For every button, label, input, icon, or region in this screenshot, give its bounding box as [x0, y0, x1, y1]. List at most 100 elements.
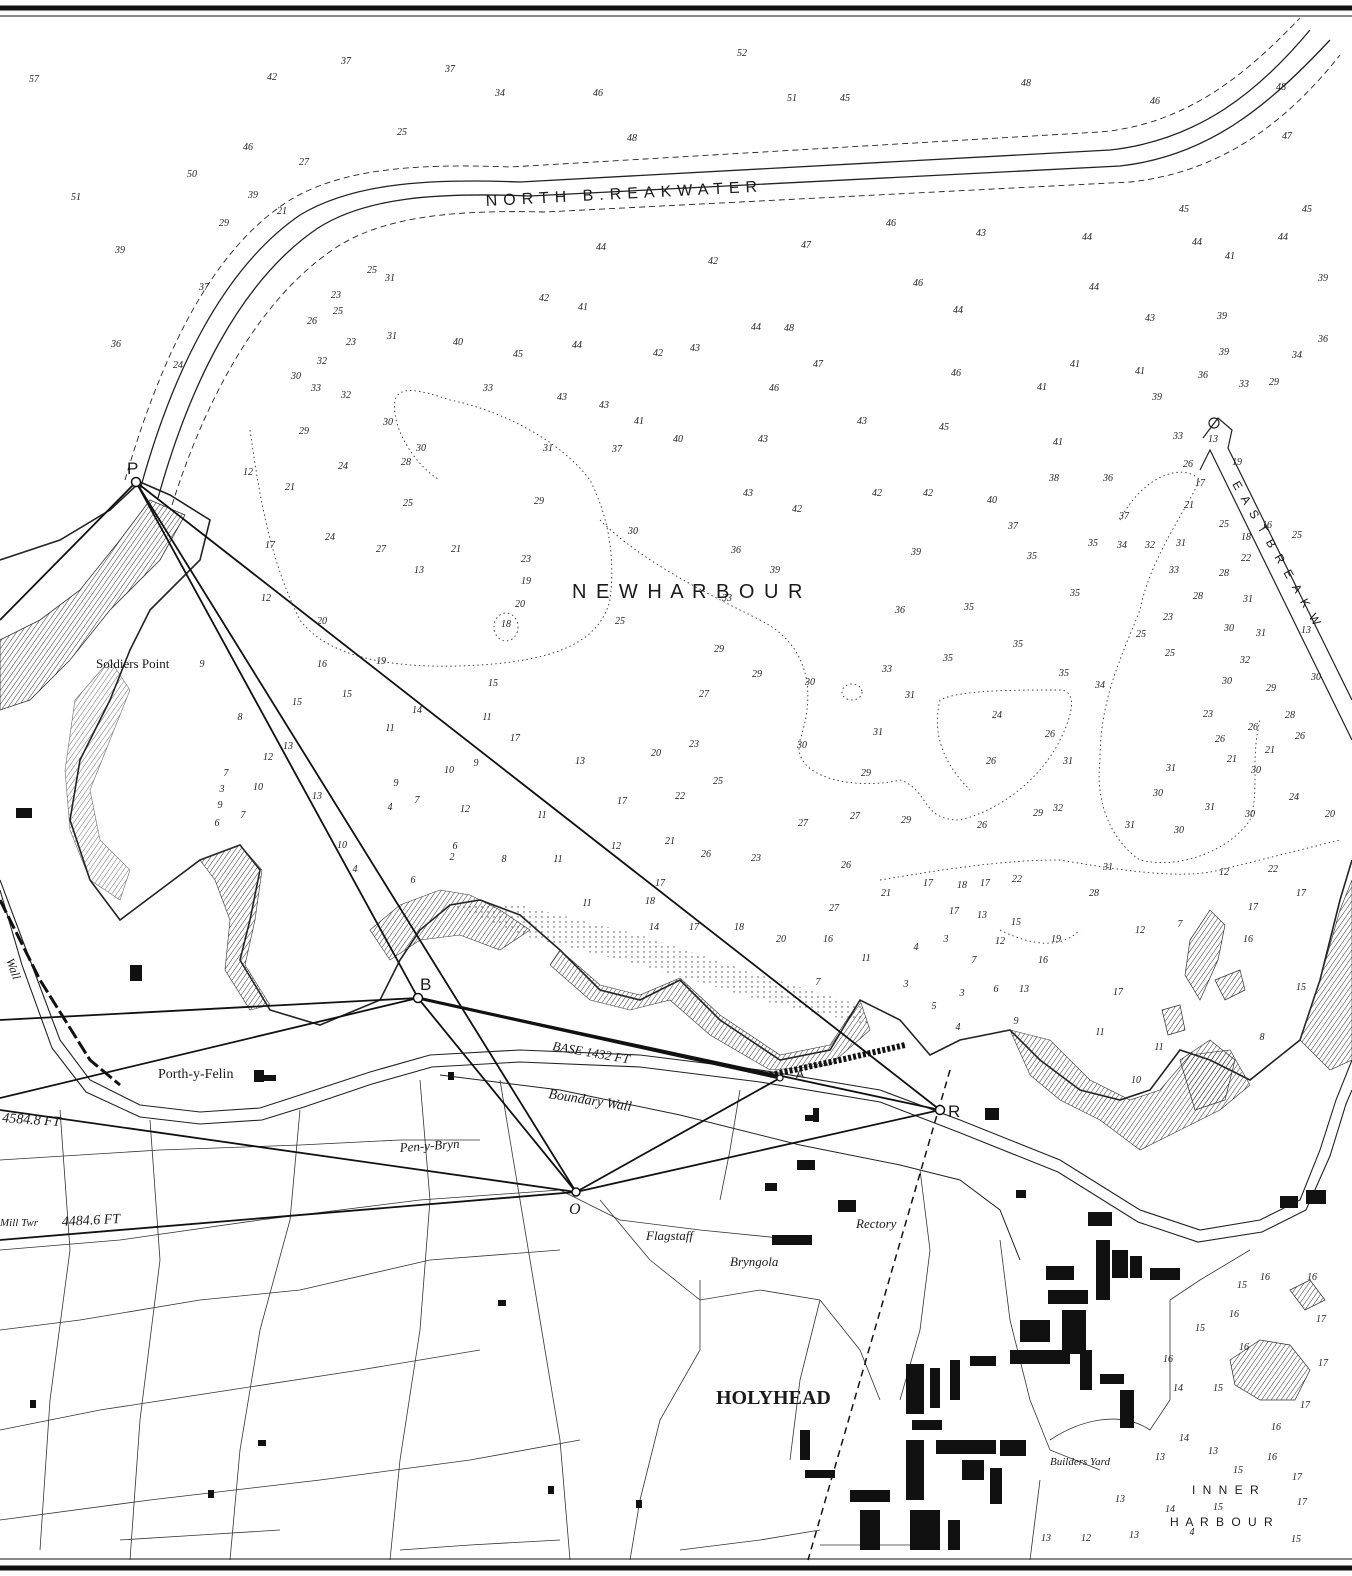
sounding: 27	[299, 157, 310, 168]
harbour-label: H A R B O U R	[1170, 1515, 1275, 1529]
sounding: 42	[539, 293, 549, 304]
sounding: 48	[1276, 82, 1286, 93]
sounding: 15	[1213, 1383, 1223, 1394]
sounding: 13	[575, 756, 585, 767]
sounding: 42	[267, 72, 277, 83]
sounding: 42	[653, 348, 663, 359]
sounding: 12	[1081, 1533, 1091, 1544]
sounding: 43	[690, 343, 700, 354]
sounding: 29	[901, 815, 911, 826]
sounding: 57	[29, 74, 40, 85]
sounding: 47	[1282, 131, 1293, 142]
new-harbour-label: N E W H A R B O U R	[572, 581, 804, 603]
sounding: 47	[813, 359, 824, 370]
sounding: 46	[886, 218, 896, 229]
sounding: 44	[751, 322, 761, 333]
sounding: 31	[1102, 862, 1113, 873]
sounding: 27	[699, 689, 710, 700]
station-r: R	[934, 1102, 960, 1121]
sounding: 16	[1239, 1342, 1249, 1353]
sounding: 20	[651, 748, 661, 759]
sounding: 32	[340, 390, 351, 401]
sounding: 26	[841, 860, 851, 871]
north-breakwater	[124, 17, 1341, 506]
sounding: 10	[444, 765, 454, 776]
sounding: 46	[243, 142, 253, 153]
sounding: 11	[1095, 1027, 1104, 1038]
sounding: 22	[1268, 864, 1278, 875]
sounding: 7	[415, 795, 421, 806]
sounding: 13	[312, 791, 322, 802]
depth-contours	[249, 390, 1341, 944]
sounding: 31	[1062, 756, 1073, 767]
sounding: 51	[71, 192, 81, 203]
sounding: 6	[453, 841, 458, 852]
sounding: 26	[1045, 729, 1055, 740]
sounding: 17	[689, 922, 700, 933]
sounding: 11	[1154, 1042, 1163, 1053]
sounding: 35	[1069, 588, 1080, 599]
east-breakwater	[1199, 417, 1352, 741]
sounding: 39	[114, 245, 125, 256]
sounding: 25	[403, 498, 413, 509]
sounding: 23	[1203, 709, 1213, 720]
sounding: 33	[310, 383, 321, 394]
sounding: 35	[1058, 668, 1069, 679]
sounding: 36	[1317, 334, 1328, 345]
sounding: 21	[285, 482, 295, 493]
sounding: 41	[1225, 251, 1235, 262]
sounding: 11	[537, 810, 546, 821]
sounding: 27	[850, 811, 861, 822]
sounding: 17	[265, 540, 276, 551]
sounding: 32	[1239, 655, 1250, 666]
sounding: 25	[1219, 519, 1229, 530]
sounding: 17	[923, 878, 934, 889]
sounding: 41	[1135, 366, 1145, 377]
sounding: 3	[943, 934, 949, 945]
sounding: 13	[1208, 434, 1218, 445]
station-b: B	[412, 975, 431, 1004]
sounding: 35	[942, 653, 953, 664]
sounding: 23	[521, 554, 531, 565]
sounding: 16	[1260, 1272, 1270, 1283]
sounding: 18	[1241, 532, 1251, 543]
sounding: 31	[904, 690, 915, 701]
sounding: 17	[1300, 1400, 1311, 1411]
sounding: 15	[1237, 1280, 1247, 1291]
sounding: 29	[861, 768, 871, 779]
sounding: 46	[913, 278, 923, 289]
sounding: 17	[1248, 902, 1259, 913]
sounding: 30	[1173, 825, 1184, 836]
sounding: 6	[994, 984, 999, 995]
sounding: 22	[1012, 874, 1022, 885]
sounding: 37	[611, 444, 623, 455]
sounding: 39	[247, 190, 258, 201]
sounding: 25	[333, 306, 343, 317]
sounding: 3	[219, 784, 225, 795]
bryngola-label: Bryngola	[730, 1254, 779, 1269]
sounding: 46	[593, 88, 603, 99]
sounding: 40	[673, 434, 683, 445]
sounding: 24	[338, 461, 348, 472]
sounding: 41	[578, 302, 588, 313]
dashed-boundary-line	[807, 1069, 951, 1561]
sounding: 16	[1243, 934, 1253, 945]
sounding: 15	[488, 678, 498, 689]
sounding: 30	[1250, 765, 1261, 776]
sounding: 10	[1131, 1075, 1141, 1086]
sounding: 25	[1292, 530, 1302, 541]
sounding: 24	[1289, 792, 1299, 803]
sounding: 44	[1082, 232, 1092, 243]
sounding: 13	[977, 910, 987, 921]
station-r-label: R	[948, 1102, 960, 1121]
station-p-label: P	[127, 459, 138, 478]
sounding: 31	[1124, 820, 1135, 831]
sounding: 16	[823, 934, 833, 945]
sounding: 48	[627, 133, 637, 144]
sounding: 27	[798, 818, 809, 829]
place-labels: NORTH B.REAKWATER N E W H A R B O U R E …	[0, 178, 1325, 1529]
sounding: 21	[665, 836, 675, 847]
sounding: 26	[1183, 459, 1193, 470]
station-p: P	[127, 459, 142, 488]
